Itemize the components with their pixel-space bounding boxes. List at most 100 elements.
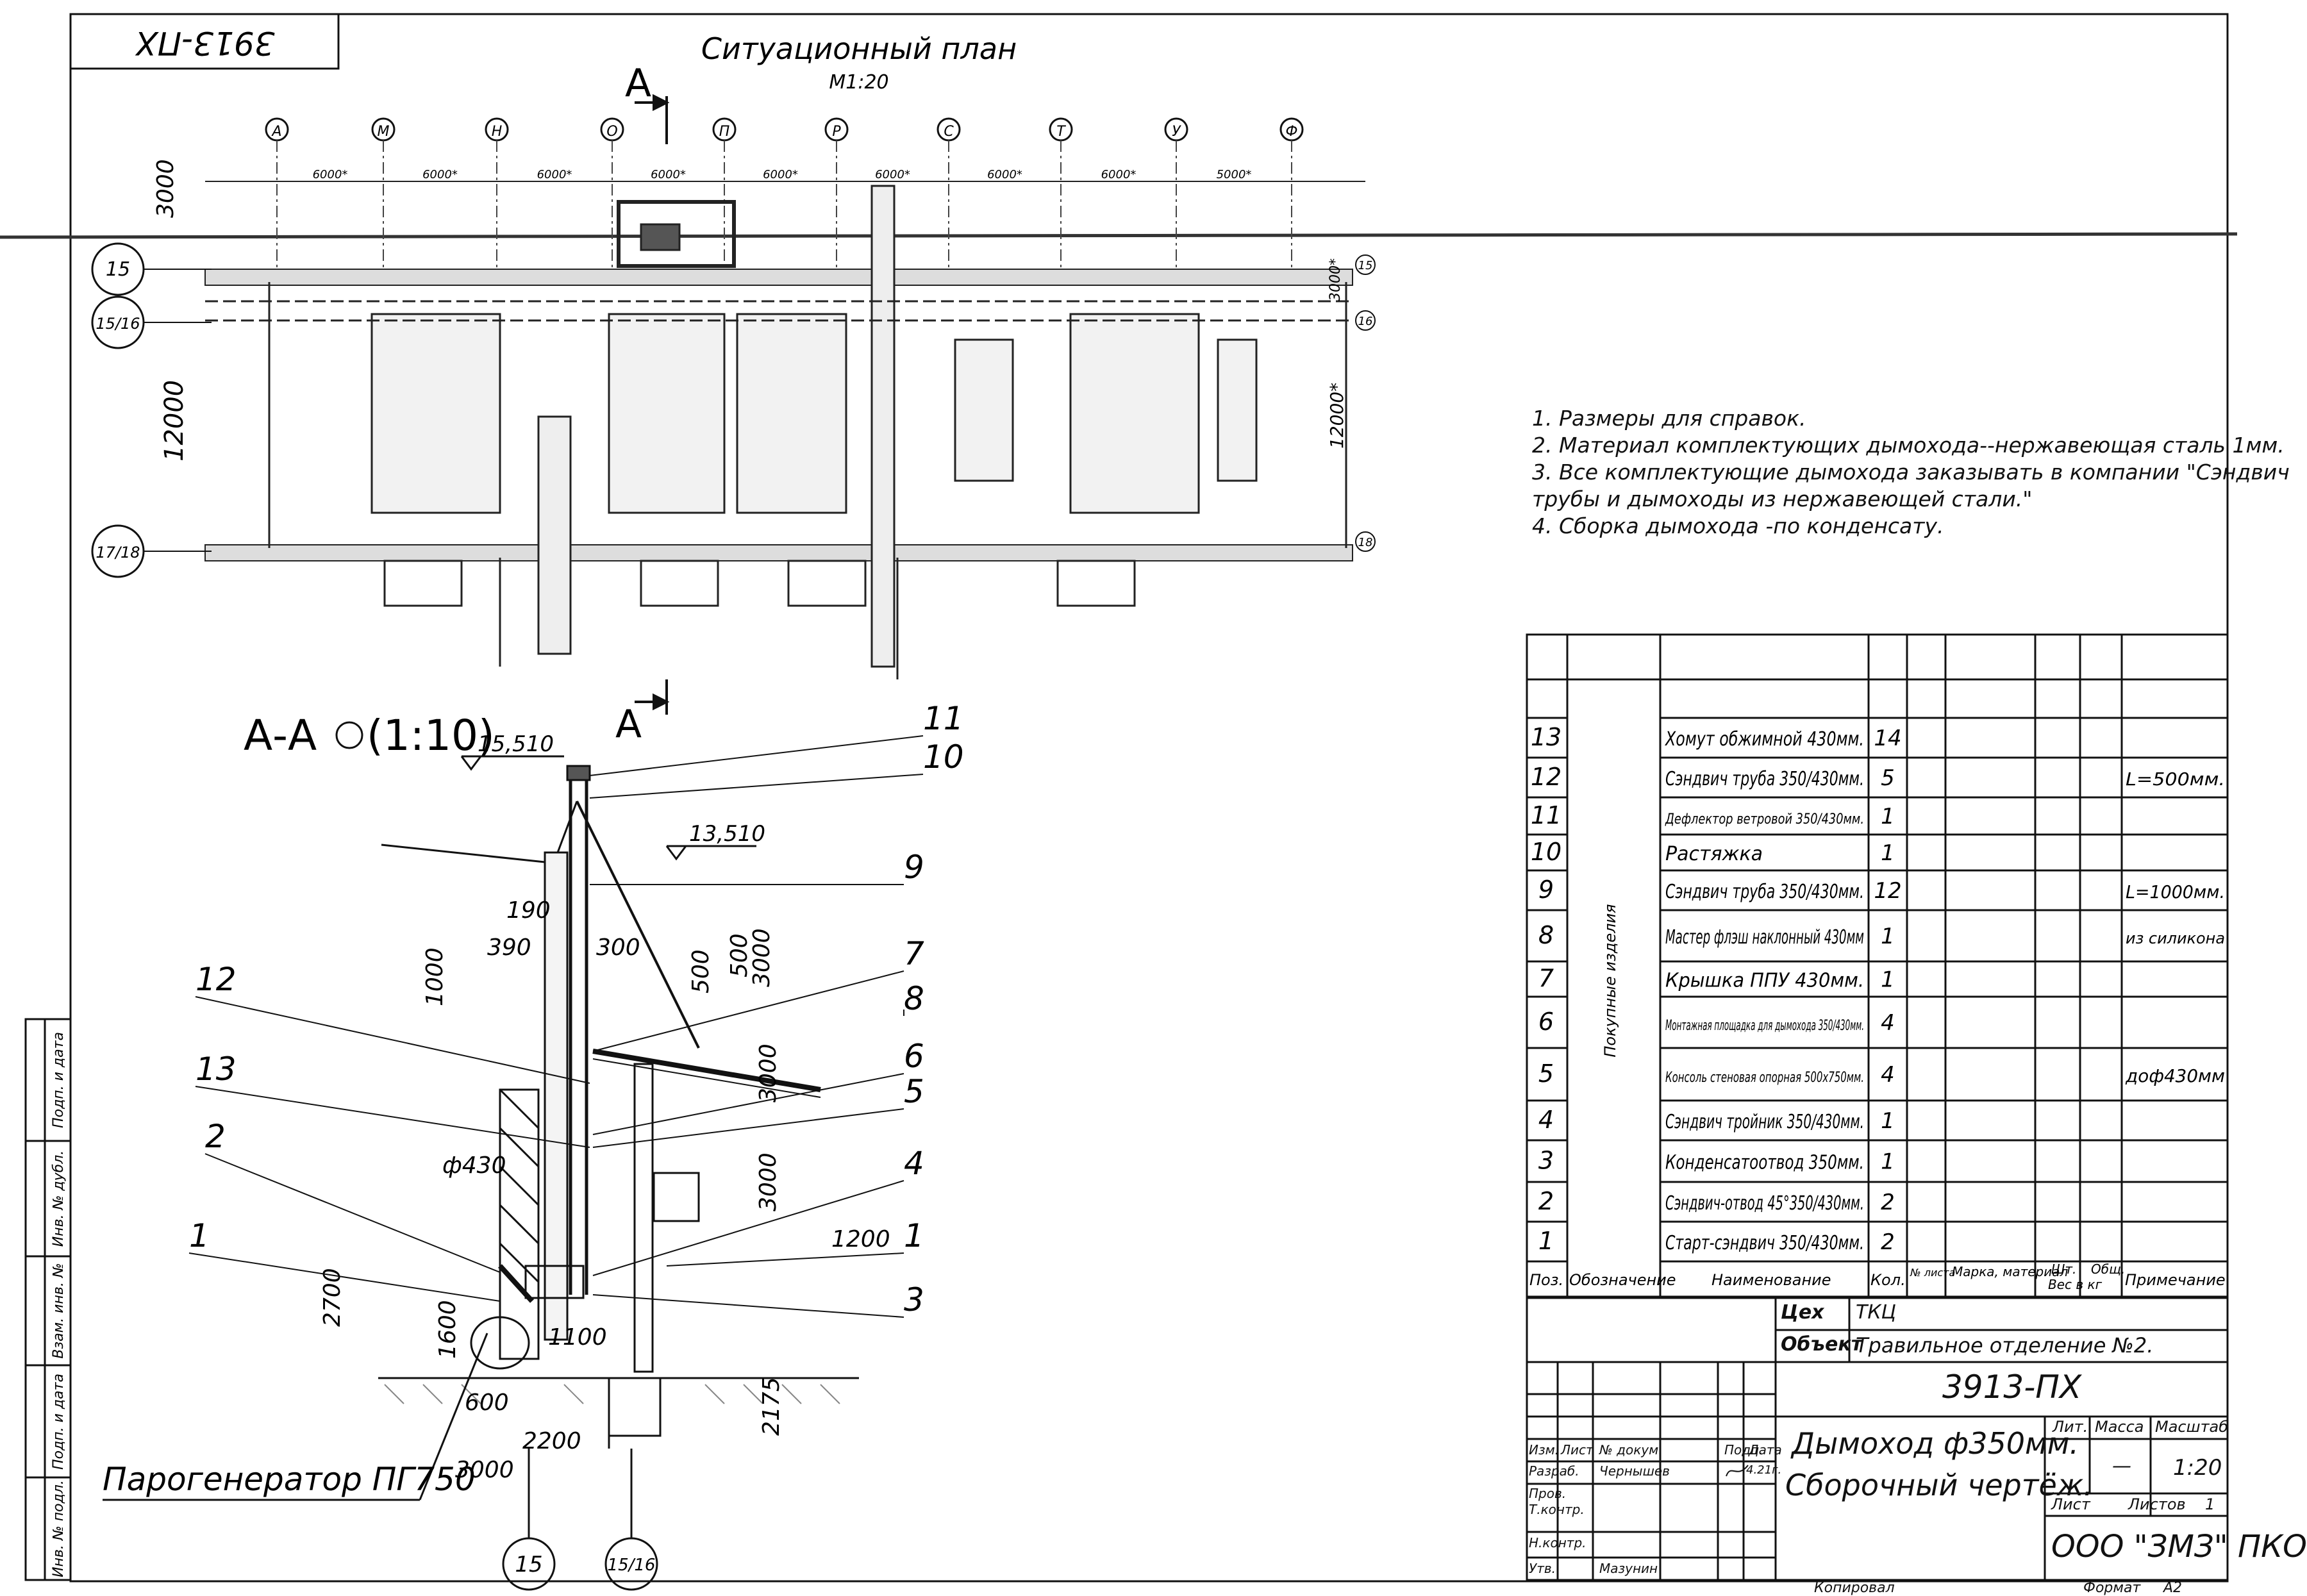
spec-qty: 2 (1881, 1229, 1895, 1255)
section-title: А-А (244, 711, 317, 760)
section-dim: 3000 (755, 1043, 781, 1102)
span-label: 6000* (1101, 168, 1137, 181)
callout-number: 12 (196, 961, 237, 998)
spec-h-total: Общ. (2091, 1261, 2125, 1277)
tb-mass: — (2112, 1455, 2131, 1477)
tb-scale-label: Масштаб (2155, 1418, 2229, 1436)
stamp-text: 3913-ПХ (135, 24, 275, 62)
spec-pos: 2 (1538, 1187, 1554, 1215)
spec-qty: 4 (1881, 1062, 1895, 1088)
span-label: 6000* (651, 168, 686, 181)
tb-col-list: Лист (1561, 1442, 1594, 1458)
spec-qty: 5 (1881, 765, 1895, 791)
spec-pos: 4 (1538, 1106, 1554, 1134)
callout-leader (188, 1252, 501, 1302)
spec-h-material: Марка, материал (1952, 1264, 2069, 1279)
callout-number: 13 (196, 1051, 237, 1088)
axis-bubble-right (1355, 310, 1376, 331)
callout-number: 10 (923, 738, 964, 776)
section-scale: (1:10) (367, 711, 495, 760)
tb-copied: Копировал (1814, 1580, 1895, 1596)
section-dim: 600 (465, 1390, 509, 1416)
tb-workshop-label: Цех (1781, 1301, 1824, 1324)
section-letter-bottom: А (615, 702, 642, 747)
drawing-code-stamp: 3913-ПХ (69, 13, 340, 70)
spec-pos: 8 (1538, 921, 1554, 949)
callout-leader (592, 1294, 904, 1318)
spec-qty: 14 (1874, 726, 1901, 751)
section-structure (378, 765, 859, 1449)
section-dim: 2200 (522, 1428, 581, 1454)
spec-qty: 1 (1881, 1108, 1895, 1134)
plan-spans: 6000*6000*6000*6000*6000*6000*6000*6000*… (277, 168, 1292, 182)
spec-qty: 1 (1881, 967, 1895, 993)
tb-date-0: 4.21г. (1746, 1463, 1782, 1477)
bottom-axis-15-16: 15/16 (608, 1556, 656, 1575)
plan-scale: М1:20 (829, 71, 888, 94)
tb-format: А2 (2163, 1580, 2183, 1596)
tb-format-label: Формат (2083, 1580, 2141, 1596)
callout-number: 7 (904, 935, 924, 972)
spec-name: Старт-сэндвич 350/430мм. (1665, 1232, 1864, 1254)
spec-qty: 12 (1874, 878, 1901, 904)
spec-pos: 12 (1531, 763, 1562, 791)
tb-object: Травильное отделение №2. (1856, 1333, 2154, 1358)
section-mark-bottom (635, 679, 670, 715)
generator-label: Парогенератор ПГ750 (103, 1461, 476, 1498)
spec-name: Крышка ППУ 430мм. (1665, 970, 1864, 992)
callout-leader (589, 735, 924, 776)
section-dim: 390 (487, 935, 531, 961)
axis-label: Н (492, 124, 503, 140)
span-label: 6000* (763, 168, 798, 181)
section-dim: ф430 (442, 1152, 506, 1179)
axis-label: О (606, 124, 617, 140)
axis-label: А (271, 124, 281, 140)
callout-number: 2 (205, 1118, 226, 1155)
callout-number: 9 (904, 849, 924, 886)
section-letter-top: А (625, 61, 651, 106)
tb-name-4: Мазунин (1599, 1561, 1658, 1576)
spec-note: L=1000мм. (2126, 881, 2225, 902)
left-strip (24, 1018, 72, 1581)
tb-scale: 1:20 (2173, 1455, 2222, 1481)
spec-name: Дефлектор ветровой 350/430мм. (1665, 811, 1864, 827)
spec-note: из силикона (2126, 929, 2225, 947)
plan-dim-left-top: 3000 (153, 159, 179, 218)
axis-label: Р (832, 124, 841, 140)
callout-number: 4 (904, 1145, 924, 1182)
callout-leader (589, 774, 924, 799)
spec-qty: 2 (1881, 1190, 1895, 1215)
axis-bubble-right (1355, 254, 1376, 275)
spec-h-note: Примечание (2125, 1271, 2226, 1289)
spec-pos: 13 (1531, 723, 1562, 751)
spec-table-grid (1526, 633, 2229, 1298)
spec-name: Сэндвич тройник 350/430мм. (1665, 1111, 1864, 1133)
callout-leader (195, 996, 590, 1084)
section-dim: 2175 (758, 1377, 785, 1436)
spec-note: L=500мм. (2126, 769, 2225, 790)
bottom-axis-15: 15 (515, 1552, 542, 1577)
tb-title-1: Дымоход ф350мм. (1792, 1426, 2079, 1461)
title-block-grid (1526, 1297, 2229, 1581)
tb-sheets: 1 (2205, 1495, 2215, 1513)
tb-sheets-label: Листов (2128, 1495, 2186, 1513)
spec-name: Хомут обжимной 430мм. (1664, 728, 1864, 751)
strip-label: Взам. инв. № (51, 1263, 67, 1358)
tb-lit-label: Лит. (2053, 1418, 2088, 1436)
tb-col-sign: Подп. (1724, 1442, 1763, 1458)
spec-name: Сэндвич труба 350/430мм. (1665, 881, 1864, 903)
spec-h-pos: Поз. (1529, 1271, 1563, 1289)
spec-qty: 4 (1881, 1010, 1895, 1036)
spec-pos: 3 (1538, 1147, 1554, 1175)
callout-leader (592, 970, 904, 1052)
axis-label-right: 18 (1358, 536, 1373, 549)
note-3-cont: трубы и дымоходы из нержавеющей стали." (1532, 486, 2033, 511)
axis-label: Т (1056, 124, 1066, 140)
spec-pos: 9 (1538, 876, 1554, 904)
callout-leader (592, 1073, 904, 1135)
